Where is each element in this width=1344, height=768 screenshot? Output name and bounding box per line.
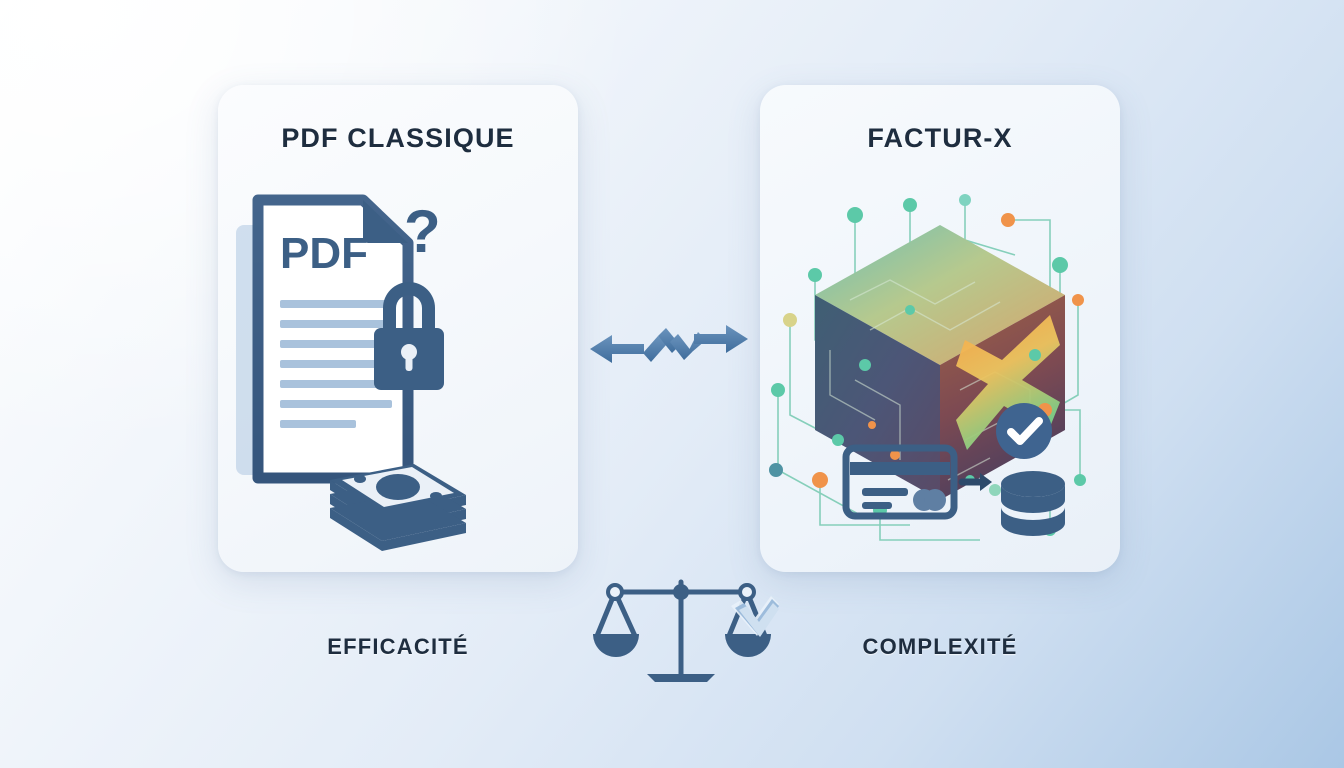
card-pdf-classique[interactable]: PDF CLASSIQUE PDF <box>218 85 578 572</box>
payment-flow-group <box>842 403 1065 536</box>
svg-text:?: ? <box>404 198 441 265</box>
pdf-classique-illustration: PDF ? <box>236 194 466 551</box>
credit-card-icon <box>842 444 958 520</box>
card-left-title: PDF CLASSIQUE <box>281 123 515 153</box>
bottom-label-efficacite: EFFICACITÉ <box>327 634 469 659</box>
arrow-right-icon <box>958 473 992 491</box>
bidirectional-zigzag-arrow-icon <box>590 325 748 363</box>
check-badge-icon <box>996 403 1052 459</box>
question-mark-icon: ? <box>404 198 441 265</box>
scale-base <box>647 674 715 682</box>
scale-pivot <box>673 584 689 600</box>
database-icon <box>1001 471 1065 536</box>
scale-pan-right <box>725 634 771 657</box>
card-right-title: FACTUR-X <box>867 123 1013 153</box>
bottom-label-complexite: COMPLEXITÉ <box>862 634 1018 659</box>
document-text-lines <box>280 300 392 428</box>
scale-pan-left <box>593 634 639 657</box>
check-documents-icon <box>731 596 779 637</box>
money-stack-icon <box>330 464 466 551</box>
document-icon <box>252 194 414 484</box>
padlock-icon <box>374 282 444 390</box>
document-pdf-label: PDF <box>280 229 368 278</box>
balance-scale-icon <box>593 579 779 682</box>
